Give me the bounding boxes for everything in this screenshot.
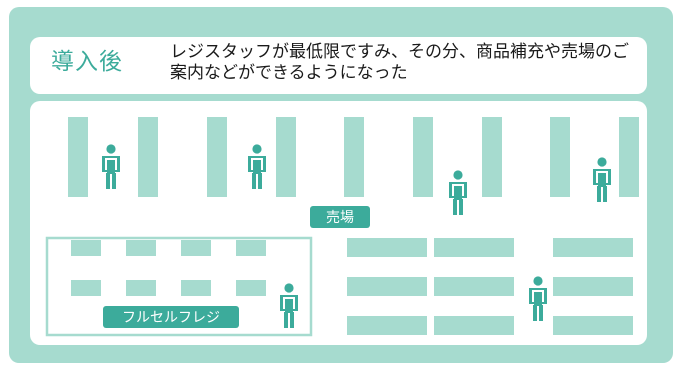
staff-figure <box>280 283 298 328</box>
shelf <box>553 238 633 257</box>
staff-figure <box>248 144 266 189</box>
shelf <box>347 238 427 257</box>
shelf <box>550 117 570 197</box>
shelf <box>553 277 633 296</box>
shelf <box>619 117 639 197</box>
self-register <box>236 280 266 296</box>
self-register <box>71 240 101 256</box>
shelf <box>68 117 88 197</box>
shelf <box>434 316 514 335</box>
shelf <box>344 117 364 197</box>
staff-figure <box>449 170 467 215</box>
self-register <box>181 280 211 296</box>
shelf <box>347 316 427 335</box>
staff-figure <box>529 276 547 321</box>
shelf <box>276 117 296 197</box>
self-register <box>126 280 156 296</box>
header-title: 導入後 <box>51 49 123 75</box>
self-register <box>71 280 101 296</box>
staff-figure <box>593 157 611 202</box>
self-checkout-zone <box>45 236 313 337</box>
self-register <box>236 240 266 256</box>
header-description: レジスタッフが最低限ですみ、その分、商品補充や売場のご案内などができるようになっ… <box>170 42 629 83</box>
shelf <box>434 277 514 296</box>
shelf <box>482 117 502 197</box>
staff-figure <box>102 144 120 189</box>
shelf <box>207 117 227 197</box>
sales-floor-label: 売場 <box>326 210 354 226</box>
shelf <box>413 117 433 197</box>
self-checkout-label: フルセルフレジ <box>122 310 220 326</box>
shelf <box>138 117 158 197</box>
header-panel: 導入後 レジスタッフが最低限ですみ、その分、商品補充や売場のご案内などができるよ… <box>30 37 647 94</box>
shelf <box>347 277 427 296</box>
self-register <box>181 240 211 256</box>
shelf <box>553 316 633 335</box>
shelf <box>434 238 514 257</box>
self-register <box>126 240 156 256</box>
sales-floor-label-bg <box>310 206 370 228</box>
self-checkout-label-bg <box>103 306 239 328</box>
